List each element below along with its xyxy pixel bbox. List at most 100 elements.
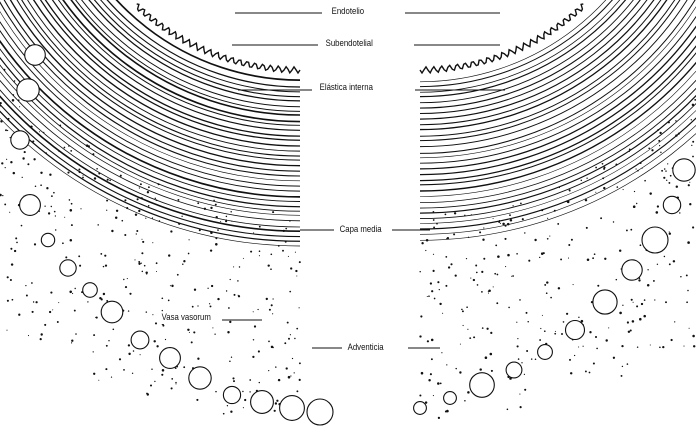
stipple-dot — [252, 356, 254, 358]
stipple-dot — [659, 347, 661, 349]
stipple-dot — [574, 355, 575, 356]
stipple-dot — [137, 198, 139, 200]
stipple-dot — [288, 256, 289, 257]
stipple-dot — [268, 341, 270, 343]
stipple-dot — [9, 212, 10, 213]
stipple-dot — [633, 302, 634, 303]
stipple-dot — [586, 178, 587, 179]
elastic-lamella — [420, 0, 696, 119]
vessel-circle — [622, 260, 642, 280]
stipple-dot — [666, 180, 667, 181]
stipple-dot — [62, 242, 64, 244]
stipple-dot — [502, 223, 505, 226]
stipple-dot — [51, 206, 52, 207]
label-subendotelial: Subendotelial — [324, 38, 374, 50]
stipple-dot — [431, 339, 434, 342]
stipple-dot — [294, 372, 295, 373]
stipple-dot — [439, 303, 441, 305]
stipple-dot — [603, 187, 605, 189]
stipple-dot — [561, 333, 563, 335]
stipple-dot — [299, 261, 301, 263]
stipple-dot — [194, 289, 196, 291]
stipple-dot — [215, 391, 217, 393]
stipple-dot — [689, 203, 691, 205]
stipple-dot — [299, 379, 301, 381]
stipple-dot — [511, 276, 512, 277]
label-elastica-interna: Elástica interna — [318, 82, 375, 94]
stipple-dot — [667, 163, 668, 164]
stipple-dot — [96, 168, 98, 170]
stipple-dot — [156, 271, 157, 272]
stipple-dot — [520, 203, 522, 205]
stipple-dot — [692, 141, 694, 143]
stipple-dot — [141, 252, 143, 254]
vessel-circle — [189, 367, 211, 389]
stipple-dot — [510, 219, 513, 222]
stipple-dot — [140, 354, 141, 355]
elastic-lamella — [420, 0, 696, 213]
stipple-dot — [127, 278, 128, 279]
stipple-dot — [460, 344, 461, 345]
stipple-dot — [152, 242, 153, 243]
stipple-dot — [71, 342, 72, 343]
stipple-dot — [65, 256, 67, 258]
stipple-dot — [237, 280, 239, 282]
stipple-dot — [214, 334, 215, 335]
stipple-dot — [592, 257, 594, 259]
stipple-dot — [286, 367, 288, 369]
vessel-circle — [414, 402, 427, 415]
stipple-dot — [504, 238, 506, 240]
stipple-dot — [544, 330, 546, 332]
stipple-dot — [93, 351, 94, 352]
stipple-dot — [687, 290, 689, 292]
stipple-dot — [259, 255, 260, 256]
stipple-dot — [58, 302, 59, 303]
stipple-dot — [446, 364, 447, 365]
stipple-dot — [445, 285, 447, 287]
stipple-dot — [560, 258, 562, 260]
stipple-dot — [55, 229, 56, 230]
stipple-dot — [439, 289, 440, 290]
stipple-dot — [670, 175, 672, 177]
stipple-dot — [445, 256, 447, 258]
stipple-dot — [462, 310, 464, 312]
stipple-dot — [226, 290, 227, 291]
stipple-dot — [438, 417, 440, 419]
stipple-dot — [649, 192, 651, 194]
stipple-dot — [519, 394, 520, 395]
stipple-dot — [268, 370, 269, 371]
stipple-dot — [431, 358, 433, 360]
stipple-dot — [641, 303, 643, 305]
stipple-dot — [483, 258, 485, 260]
stipple-dot — [10, 248, 12, 250]
stipple-dot — [419, 335, 421, 337]
stipple-dot — [497, 274, 499, 276]
stipple-dot — [547, 238, 549, 240]
stipple-dot — [268, 264, 270, 266]
stipple-dot — [427, 296, 428, 297]
stipple-dot — [668, 182, 670, 184]
stipple-dot — [602, 163, 604, 165]
stipple-dot — [171, 387, 173, 389]
stipple-dot — [70, 209, 73, 212]
stipple-dot — [13, 172, 15, 174]
stipple-dot — [507, 409, 509, 411]
stipple-dot — [626, 229, 628, 231]
stipple-dot — [669, 232, 671, 234]
elastic-lamella — [14, 0, 300, 125]
elastic-lamella — [420, 0, 696, 185]
stipple-dot — [527, 321, 528, 322]
stipple-dot — [197, 202, 199, 204]
stipple-dot — [192, 306, 194, 308]
stipple-dot — [581, 180, 582, 181]
stipple-dot — [660, 152, 661, 153]
elastic-lamella — [0, 0, 300, 211]
stipple-dot — [230, 279, 231, 280]
stipple-dot — [632, 320, 635, 323]
stipple-dot — [40, 184, 42, 186]
stipple-dot — [647, 269, 648, 270]
stipple-dot — [437, 382, 440, 385]
stipple-dot — [299, 362, 301, 364]
stipple-dot — [211, 285, 213, 287]
stipple-dot — [94, 177, 96, 179]
